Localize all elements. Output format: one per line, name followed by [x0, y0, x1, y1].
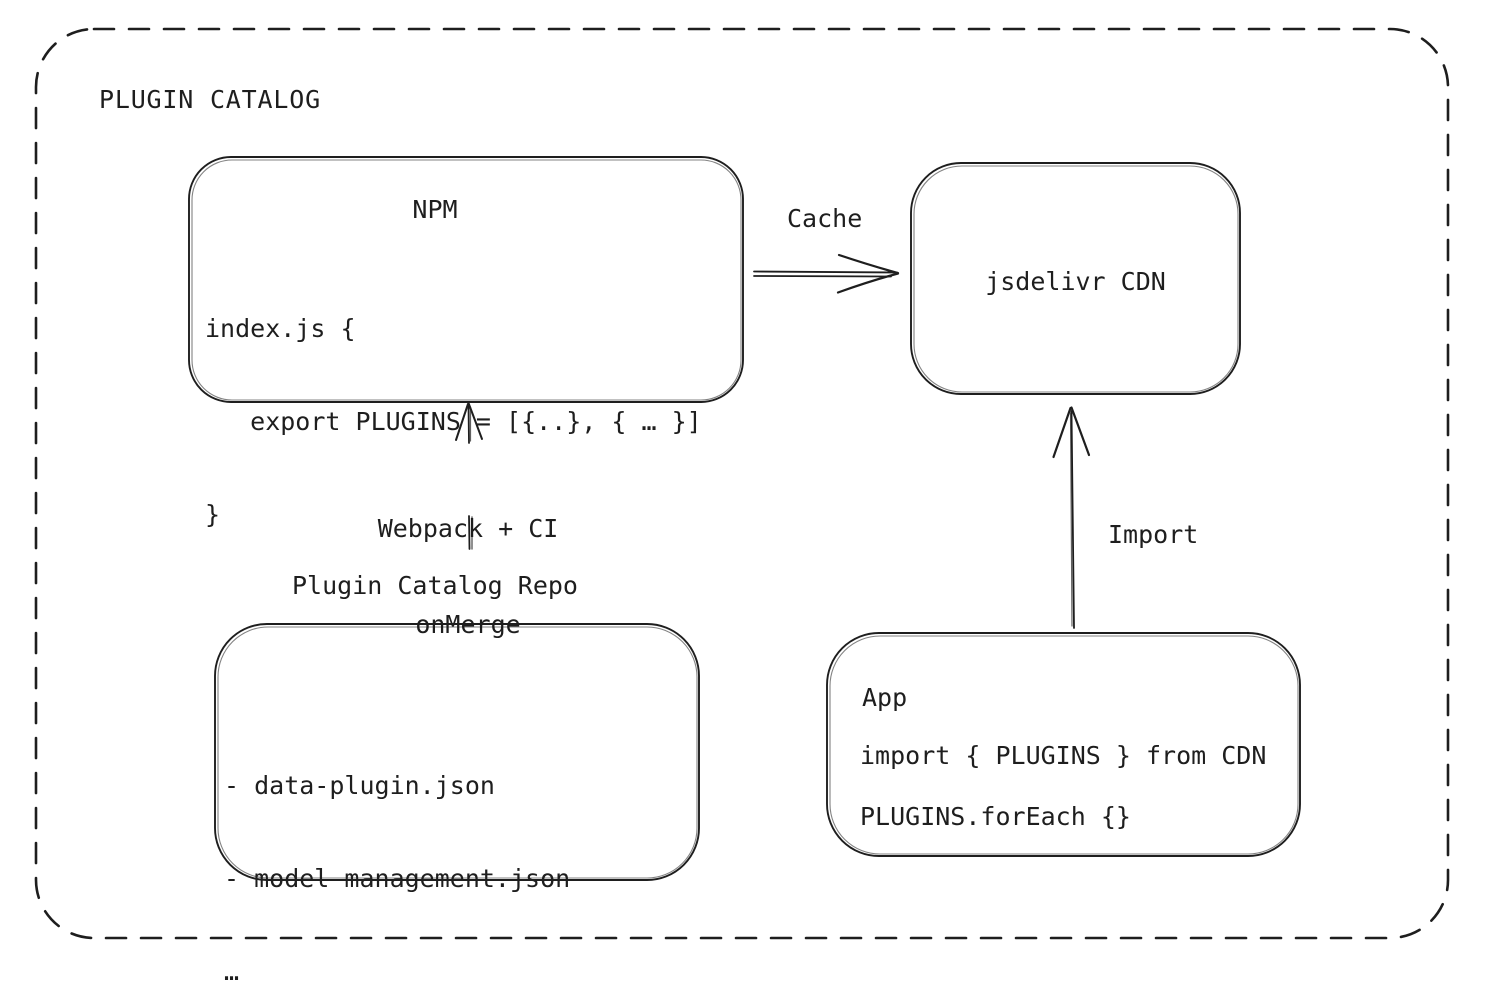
- import-arrow: [1052, 406, 1091, 629]
- npm-code-line: }: [205, 500, 221, 529]
- app-box-title: App: [862, 683, 908, 712]
- diagram-title: PLUGIN CATALOG: [99, 85, 321, 114]
- repo-file-list: - data-plugin.json - model-management.js…: [224, 708, 570, 1002]
- repo-box-title: Plugin Catalog Repo: [292, 571, 578, 600]
- cache-arrow: [753, 253, 900, 294]
- npm-box-title: NPM: [412, 195, 458, 224]
- app-code-line: PLUGINS.forEach {}: [860, 802, 1131, 831]
- repo-file-item: - data-plugin.json: [224, 771, 495, 800]
- catalog-boundary-box: [34, 27, 1450, 940]
- build-arrow-label-line2: onMerge: [415, 610, 521, 639]
- build-arrow: [455, 402, 483, 550]
- app-box: [826, 632, 1301, 857]
- npm-code-line: export PLUGINS = [{..}, { … }]: [205, 407, 702, 436]
- cdn-box: [910, 162, 1241, 395]
- repo-file-item: …: [224, 957, 240, 986]
- import-arrow-label: Import: [1108, 520, 1199, 549]
- build-arrow-label-line1: Webpack + CI: [377, 514, 559, 543]
- cdn-box-label: jsdelivr CDN: [985, 267, 1166, 296]
- npm-code-line: index.js {: [205, 314, 356, 343]
- cache-arrow-label: Cache: [787, 204, 863, 233]
- repo-file-item: - model-management.json: [224, 864, 571, 893]
- app-code-line: import { PLUGINS } from CDN: [860, 741, 1267, 770]
- npm-code-block: index.js { export PLUGINS = [{..}, { … }…: [205, 251, 702, 592]
- npm-box: [188, 156, 744, 403]
- build-arrow-label: Webpack + CI onMerge: [338, 449, 598, 705]
- repo-box: [214, 623, 700, 881]
